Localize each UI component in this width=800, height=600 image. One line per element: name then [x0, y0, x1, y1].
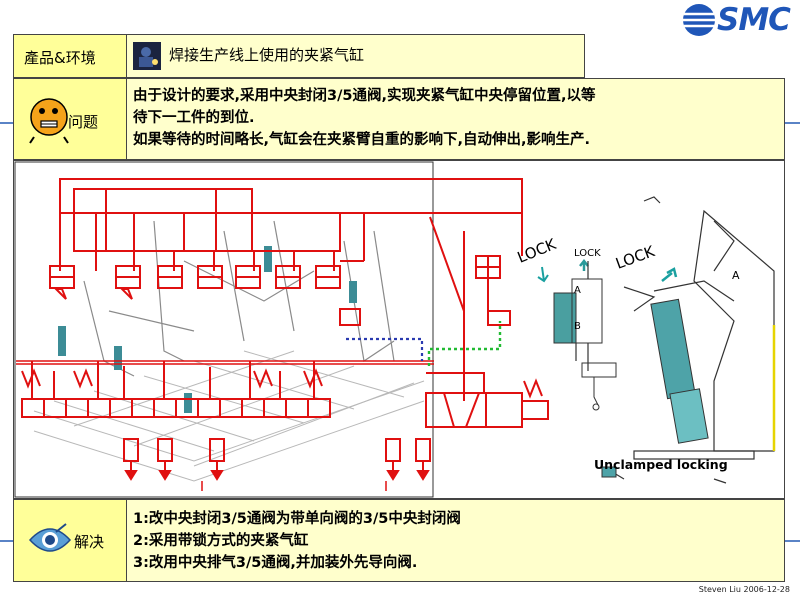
fixture-cylinders — [58, 246, 357, 413]
solution-content-cell: 1:改中央封闭3/5通阀为带单向阀的3/5中央封闭阀 2:采用带锁方式的夹紧气缸… — [127, 500, 784, 581]
product-label-cell: 產品&环境 — [14, 35, 127, 77]
fixture-floor-grid — [33, 350, 425, 482]
lock-label-angled: LOCK — [613, 242, 658, 273]
dotted-line-green — [427, 321, 502, 366]
worried-face-icon — [29, 98, 69, 144]
check-valves — [49, 255, 511, 326]
unclamped-locking-label: Unclamped locking — [594, 457, 728, 472]
problem-label: 问题 — [68, 113, 99, 131]
solution-row: 解决 1:改中央封闭3/5通阀为带单向阀的3/5中央封闭阀 2:采用带锁方式的夹… — [13, 499, 785, 582]
solution-line-1: 1:改中央封闭3/5通阀为带单向阀的3/5中央封闭阀 — [133, 511, 461, 527]
diagram-area: LOCK LOCK A B — [13, 160, 785, 499]
product-row: 產品&环境 焊接生产线上使用的夹紧气缸 — [13, 34, 585, 78]
dotted-line-blue — [346, 337, 424, 361]
label-a-small: A — [574, 285, 581, 296]
small-lock-cylinder — [553, 258, 617, 411]
solution-label-cell: 解决 — [14, 500, 127, 581]
problem-row: 问题 由于设计的要求,采用中央封闭3/5通阀,实现夹紧气缸中央停留位置,以等 待… — [13, 78, 785, 160]
schematic-upper-lines — [59, 178, 523, 401]
label-a-large: A — [732, 269, 740, 282]
problem-label-cell: 问题 — [14, 79, 127, 159]
pneumatic-schematic: LOCK LOCK A B — [14, 161, 776, 498]
valve-bank — [16, 360, 549, 428]
lock-arrow-rotated — [537, 266, 549, 283]
solution-line-3: 3:改用中央排气3/5通阀,并加装外先导向阀. — [133, 555, 418, 571]
product-content-cell: 焊接生产线上使用的夹紧气缸 — [127, 35, 584, 77]
label-b-small: B — [574, 321, 581, 332]
eye-target-icon — [28, 523, 72, 552]
welder-photo-icon — [133, 42, 161, 70]
clamp-arm-diagram — [613, 196, 776, 484]
solution-label: 解决 — [74, 533, 105, 551]
smc-globe-icon — [683, 4, 715, 36]
product-label: 產品&环境 — [24, 49, 96, 67]
problem-line-2: 待下一工件的到位. — [133, 110, 255, 126]
product-text: 焊接生产线上使用的夹紧气缸 — [169, 46, 365, 64]
footer-credit: Steven Liu 2006-12-28 — [698, 585, 790, 594]
logo-text: SMC — [717, 2, 791, 38]
silencers — [123, 438, 431, 491]
lock-label-small: LOCK — [574, 248, 601, 259]
clamp-cylinder-teal — [601, 267, 709, 478]
problem-content-cell: 由于设计的要求,采用中央封闭3/5通阀,实现夹紧气缸中央停留位置,以等 待下一工… — [127, 79, 784, 159]
solution-line-2: 2:采用带锁方式的夹紧气缸 — [133, 533, 309, 549]
smc-logo: SMC — [681, 2, 797, 38]
problem-line-3: 如果等待的时间略长,气缸会在夹紧臂自重的影响下,自动伸出,影响生产. — [133, 132, 591, 148]
problem-line-1: 由于设计的要求,采用中央封闭3/5通阀,实现夹紧气缸中央停留位置,以等 — [133, 88, 596, 104]
